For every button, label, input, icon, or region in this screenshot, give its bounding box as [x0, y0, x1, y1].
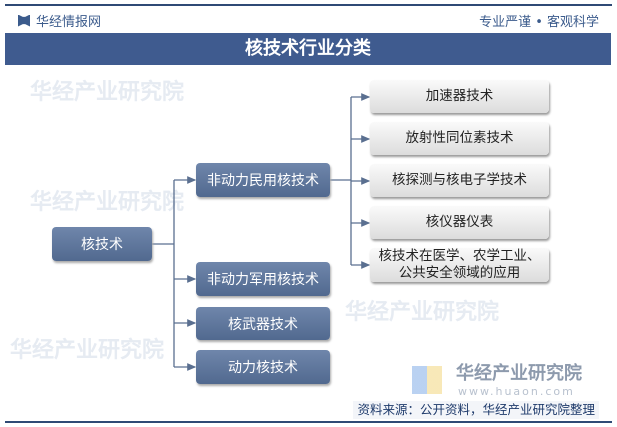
node-level2: 核技术在医学、农学工业、公共安全领域的应用: [370, 248, 549, 282]
node-level2: 核探测与核电子学技术: [370, 164, 549, 197]
watermark-logo-icon: [412, 366, 442, 394]
slogan: 专业严谨 • 客观科学: [479, 15, 599, 30]
brand: 华经情报网: [18, 11, 101, 30]
source-note: 资料来源：公开资料，华经产业研究院整理: [353, 401, 599, 419]
node-level1: 非动力军用核技术: [196, 262, 330, 296]
page-title: 核技术行业分类: [5, 33, 611, 65]
node-level2: 加速器技术: [370, 80, 549, 113]
node-level2: 放射性同位素技术: [370, 122, 549, 155]
brand-name: 华经情报网: [36, 15, 102, 30]
bottom-divider: [5, 421, 612, 423]
watermark-brand: 华经产业研究院: [456, 363, 582, 384]
watermark: 华经产业研究院: [30, 80, 185, 105]
top-divider: [5, 4, 612, 6]
watermark: 华经产业研究院: [30, 190, 185, 215]
watermark-url: www.huaon.com: [458, 385, 575, 398]
node-level1: 核武器技术: [196, 307, 330, 340]
brand-logo-icon: [18, 14, 30, 27]
node-root: 核技术: [52, 227, 152, 261]
node-level1: 非动力民用核技术: [196, 163, 330, 197]
node-level1: 动力核技术: [196, 350, 330, 384]
watermark: 华经产业研究院: [10, 338, 165, 363]
watermark: 华经产业研究院: [345, 300, 500, 325]
node-level2: 核仪器仪表: [370, 206, 549, 239]
